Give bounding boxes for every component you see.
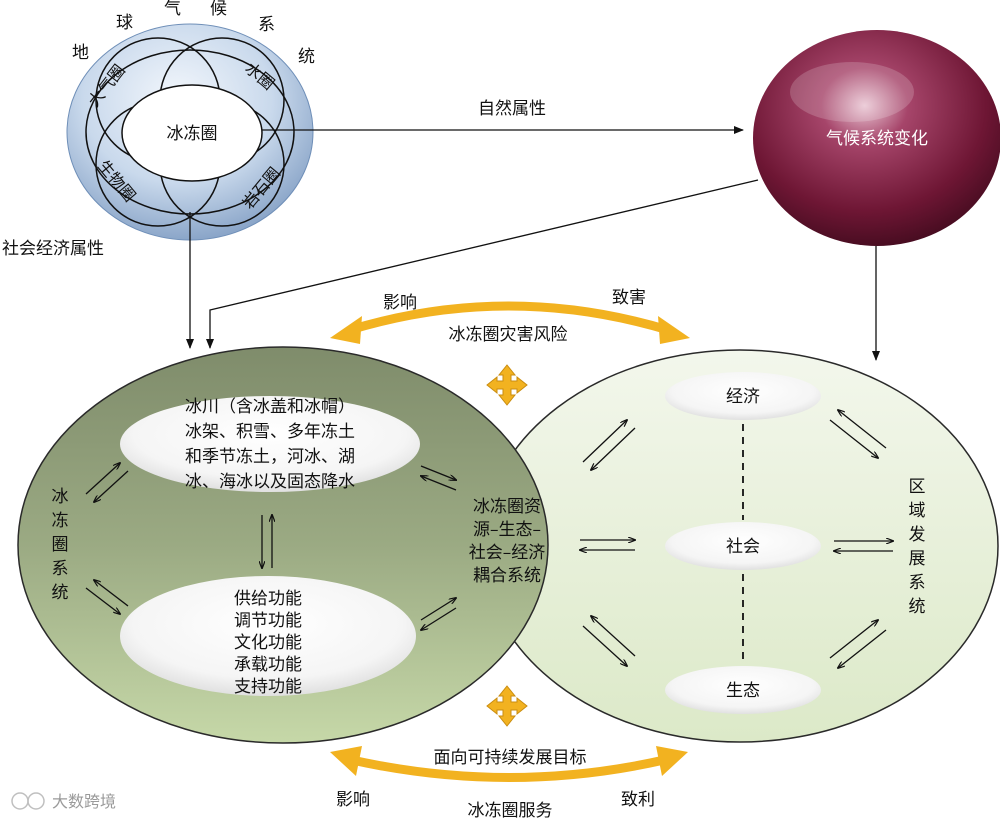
- cryosphere-system-char: 冻: [52, 511, 69, 531]
- ecology-label: 生态: [726, 681, 760, 701]
- function-line: 支持功能: [234, 677, 302, 697]
- society-node: [665, 522, 821, 570]
- function-line: 承载功能: [234, 655, 302, 675]
- natural-attribute-label: 自然属性: [478, 99, 546, 119]
- sphere-highlight: [790, 62, 914, 122]
- cryosphere-elements-ellipse: [120, 396, 420, 492]
- bottom-benefit-label: 致利: [621, 790, 655, 810]
- climate-system-sphere: [66, 23, 314, 241]
- cryosphere-system-char: 系: [52, 559, 69, 579]
- economy-node: [665, 372, 821, 420]
- element-line: 冰、海冰以及固态降水: [185, 472, 355, 492]
- watermark-text: 大数跨境: [52, 792, 116, 811]
- disaster-risk-arrow: [330, 301, 690, 344]
- ecology-node: [665, 666, 821, 714]
- cryosphere-service-label: 冰冻圈服务: [468, 801, 553, 821]
- arc-char: 气: [164, 0, 181, 19]
- coupled-system-line: 社会–经济: [469, 543, 546, 563]
- regional-system-char: 系: [909, 573, 926, 593]
- service-arrow: [330, 746, 688, 782]
- regional-system-char: 发: [909, 525, 926, 545]
- coupled-system-line: 冰冻圈资: [473, 497, 541, 517]
- cryosphere-core: [121, 84, 263, 182]
- right-double-arrows: [580, 410, 893, 668]
- cryosphere-system-char: 统: [52, 583, 69, 603]
- regional-system-char: 展: [909, 549, 926, 569]
- arc-char: 统: [298, 47, 315, 67]
- climate-change-label: 气候系统变化: [826, 129, 928, 149]
- regional-system-char: 域: [909, 501, 926, 521]
- function-line: 文化功能: [234, 633, 302, 653]
- top-harm-label: 致害: [612, 288, 646, 308]
- element-line: 冰川（含冰盖和冰帽）: [185, 397, 355, 417]
- element-line: 冰架、积雪、多年冻土: [185, 422, 355, 442]
- regional-system-char: 区: [909, 477, 926, 497]
- top-influence-label: 影响: [383, 293, 417, 313]
- function-line: 调节功能: [234, 611, 302, 631]
- cryosphere-label: 冰冻圈: [167, 124, 218, 144]
- left-double-arrows: [85, 463, 456, 630]
- element-line: 和季节冻土，河冰、湖: [185, 447, 355, 467]
- cryosphere-system-char: 圈: [52, 535, 69, 555]
- functions-ellipse: [120, 576, 416, 696]
- coupled-system-line: 源–生态–: [473, 520, 541, 540]
- cryosphere-system-char: 冰: [52, 487, 69, 507]
- disaster-risk-label: 冰冻圈灾害风险: [449, 325, 568, 345]
- arc-char: 地: [72, 43, 89, 63]
- bottom-influence-label: 影响: [336, 790, 370, 810]
- arc-char: 候: [210, 0, 227, 19]
- sustainable-goal-label: 面向可持续发展目标: [434, 748, 587, 768]
- watermark-logo: [11, 792, 45, 810]
- climate-feedback-arrow: [206, 179, 759, 349]
- regional-system-char: 统: [909, 597, 926, 617]
- society-label: 社会: [726, 537, 760, 557]
- arc-char: 系: [258, 15, 275, 35]
- four-way-arrow-icon: [486, 364, 528, 406]
- four-way-arrow-icon: [486, 685, 528, 727]
- socioeconomic-attribute-label: 社会经济属性: [2, 239, 104, 259]
- coupled-system-line: 耦合系统: [473, 566, 541, 586]
- function-line: 供给功能: [234, 589, 302, 609]
- climate-change-sphere: [753, 30, 1000, 246]
- arc-char: 球: [116, 13, 133, 33]
- economy-label: 经济: [726, 387, 760, 407]
